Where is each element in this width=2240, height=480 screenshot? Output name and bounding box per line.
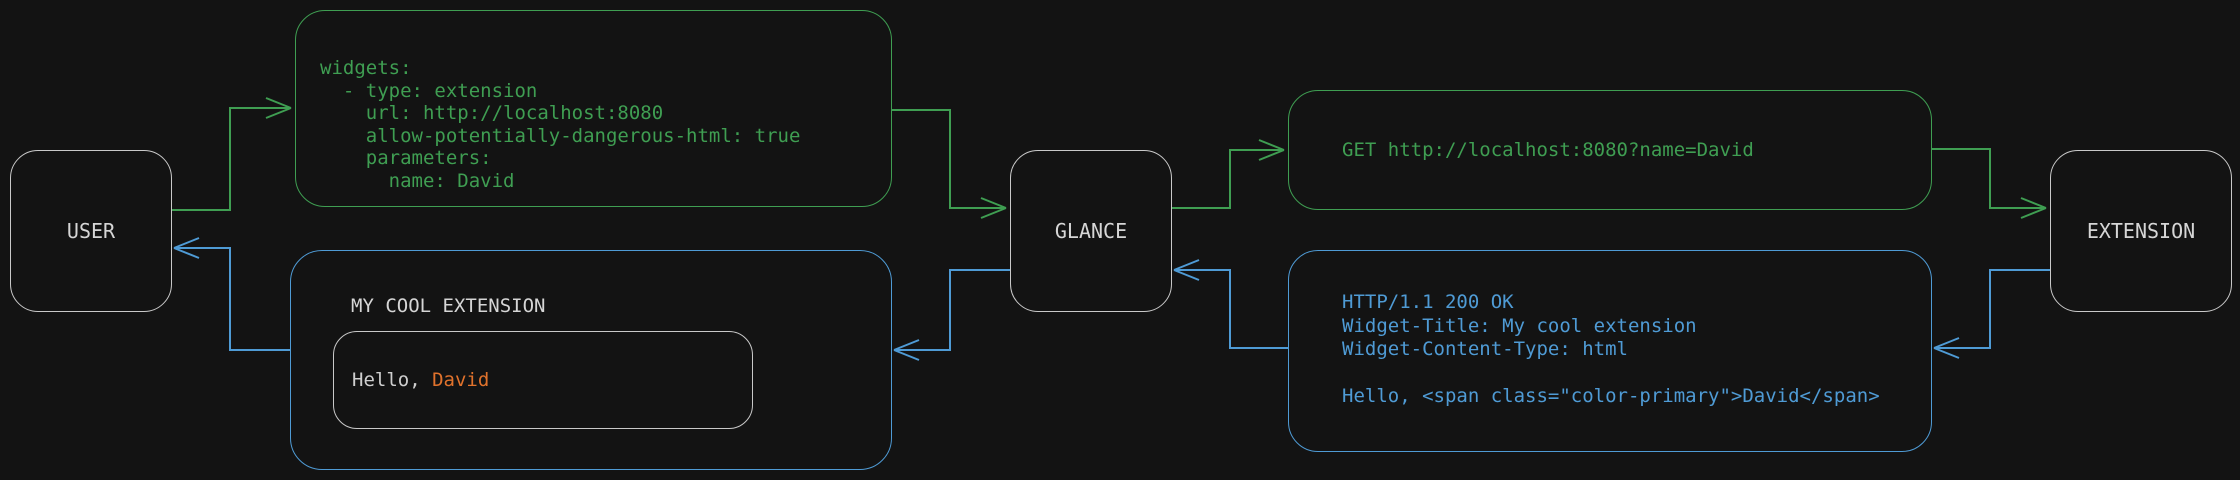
widget-title: MY COOL EXTENSION [351, 295, 546, 317]
arrow-glance-to-widget [893, 269, 1010, 361]
rendered-widget-panel: MY COOL EXTENSION Hello, David [290, 250, 892, 470]
arrow-glance-to-request [1170, 139, 1285, 209]
config-yaml-panel: widgets: - type: extension url: http://l… [295, 10, 892, 207]
arrow-user-to-config [170, 97, 292, 211]
greeting-name: David [432, 369, 490, 391]
node-extension-label: EXTENSION [2086, 219, 2196, 243]
http-response-code: HTTP/1.1 200 OK Widget-Title: My cool ex… [1342, 291, 1880, 407]
arrow-config-to-glance [890, 109, 1007, 219]
arrow-response-to-glance [1173, 259, 1288, 349]
greeting-text: Hello, [352, 369, 433, 391]
node-user-label: USER [66, 219, 116, 243]
arrow-request-to-extension [1930, 148, 2047, 219]
config-yaml-code: widgets: - type: extension url: http://l… [320, 57, 801, 192]
node-glance: GLANCE [1010, 150, 1172, 312]
arrow-extension-to-response [1933, 269, 2050, 359]
node-user: USER [10, 150, 172, 312]
http-request-panel: GET http://localhost:8080?name=David [1288, 90, 1932, 210]
http-request-line: GET http://localhost:8080?name=David [1342, 139, 1754, 161]
node-glance-label: GLANCE [1054, 219, 1128, 243]
arrow-widget-to-user [173, 237, 290, 351]
node-extension: EXTENSION [2050, 150, 2232, 312]
http-response-panel: HTTP/1.1 200 OK Widget-Title: My cool ex… [1288, 250, 1932, 452]
widget-render-box: Hello, David [333, 331, 753, 429]
